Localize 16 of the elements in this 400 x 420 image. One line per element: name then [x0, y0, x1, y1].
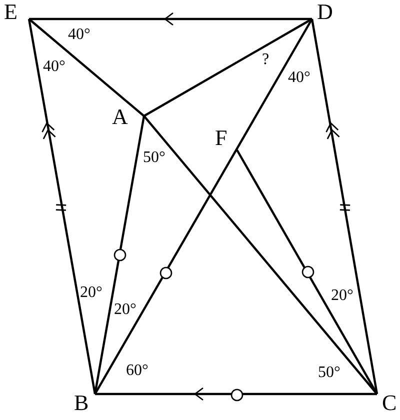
point-label: C: [382, 392, 397, 414]
angle-label: 40°: [68, 27, 90, 43]
point-label: A: [112, 106, 128, 128]
angle-label: 20°: [331, 288, 354, 304]
angle-label: 20°: [114, 302, 136, 318]
angle-label: 20°: [80, 285, 102, 301]
angle-label: 40°: [288, 70, 310, 86]
angle-label: 50°: [143, 150, 166, 166]
point-label: B: [74, 392, 89, 414]
point-label: F: [215, 127, 228, 149]
angle-label: 50°: [318, 365, 340, 381]
point-label: D: [317, 1, 333, 23]
angle-label: 60°: [126, 363, 148, 379]
angle-label: 40°: [43, 59, 66, 75]
point-label: E: [4, 1, 18, 23]
angle-label: ?: [262, 52, 270, 68]
